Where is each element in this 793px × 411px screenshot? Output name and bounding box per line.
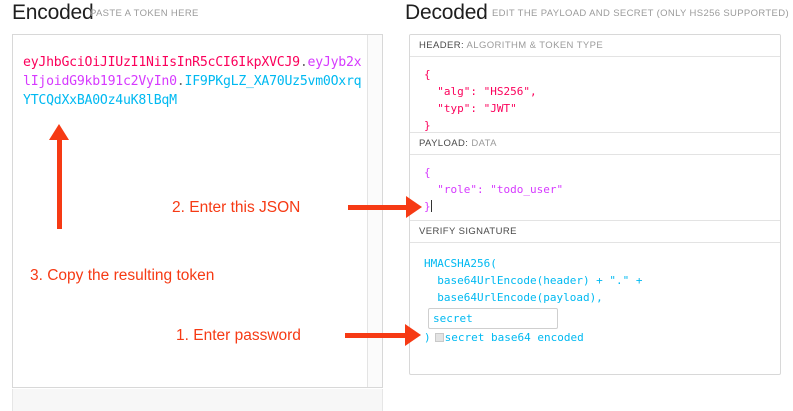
decoded-panel: Decoded EDIT THE PAYLOAD AND SECRET (ONL… [396, 0, 793, 411]
signature-line-2: base64UrlEncode(header) + "." + [424, 274, 643, 287]
section-header-payload: PAYLOAD: DATA [410, 133, 780, 155]
section-header-signature: VERIFY SIGNATURE [410, 221, 780, 243]
annotation-step-3: 3. Copy the resulting token [30, 267, 215, 284]
payload-line-2: "role": "todo_user" [424, 183, 564, 196]
annotation-arrow-1-head-icon [405, 324, 421, 346]
payload-json-editor[interactable]: { "role": "todo_user" } [410, 155, 780, 221]
signature-editor: HMACSHA256( base64UrlEncode(header) + ".… [410, 243, 780, 353]
encoded-subtitle: PASTE A TOKEN HERE [90, 8, 199, 19]
jwt-header-segment: eyJhbGciOiJIUzI1NiIsInR5cCI6IkpXVCJ9 [23, 55, 300, 70]
payload-label-light: DATA [468, 138, 497, 149]
annotation-arrow-2-head-icon [406, 196, 422, 218]
decoded-subtitle: EDIT THE PAYLOAD AND SECRET (ONLY HS256 … [492, 8, 789, 19]
jwt-payload-segment: eyJyb2xlIjoidG9kb191c2VyIn0 [23, 55, 362, 89]
decoded-sections-container: HEADER: ALGORITHM & TOKEN TYPE { "alg": … [409, 34, 781, 375]
jwt-separator-1: . [299, 55, 308, 70]
signature-line-1: HMACSHA256( [424, 257, 497, 270]
payload-line-1: { [424, 166, 431, 179]
jwt-signature-segment: IF9PKgLZ_XA70Uz5vm0OxrqYTCQdXxBA0Oz4uK8l… [23, 74, 362, 108]
jwt-token-text[interactable]: eyJhbGciOiJIUzI1NiIsInR5cCI6IkpXVCJ9.eyJ… [23, 53, 363, 110]
encoded-scrollbar[interactable] [367, 35, 382, 387]
secret-input[interactable] [428, 307, 558, 329]
signature-label-strong: VERIFY SIGNATURE [419, 226, 517, 237]
annotation-arrow-1-shaft [345, 333, 407, 338]
text-cursor [430, 200, 432, 212]
header-label-strong: HEADER: [419, 40, 465, 51]
annotation-arrow-3-head-icon [49, 124, 69, 140]
base64-encoded-checkbox[interactable] [434, 333, 444, 342]
decoded-title: Decoded [405, 1, 488, 24]
payload-label-strong: PAYLOAD: [419, 138, 469, 149]
signature-close-paren: ) [424, 331, 431, 344]
header-label-light: ALGORITHM & TOKEN TYPE [464, 40, 604, 51]
annotation-step-2: 2. Enter this JSON [172, 199, 301, 216]
encoded-footer-strip [12, 389, 383, 411]
encoded-panel: Encoded PASTE A TOKEN HERE eyJhbGciOiJIU… [0, 0, 396, 411]
payload-line-3: } [424, 200, 431, 213]
encoded-token-textarea[interactable]: eyJhbGciOiJIUzI1NiIsInR5cCI6IkpXVCJ9.eyJ… [12, 34, 383, 388]
signature-line-3: base64UrlEncode(payload), [424, 291, 603, 304]
base64-checkbox-label[interactable]: secret base64 encoded [444, 331, 584, 344]
jwt-separator-2: . [176, 74, 185, 89]
section-header-header: HEADER: ALGORITHM & TOKEN TYPE [410, 35, 780, 57]
annotation-step-1: 1. Enter password [176, 327, 301, 344]
annotation-arrow-2-shaft [348, 205, 408, 210]
header-json-editor[interactable]: { "alg": "HS256", "typ": "JWT" } [410, 57, 780, 133]
encoded-title: Encoded [12, 1, 94, 24]
annotation-arrow-3-shaft [57, 139, 62, 229]
